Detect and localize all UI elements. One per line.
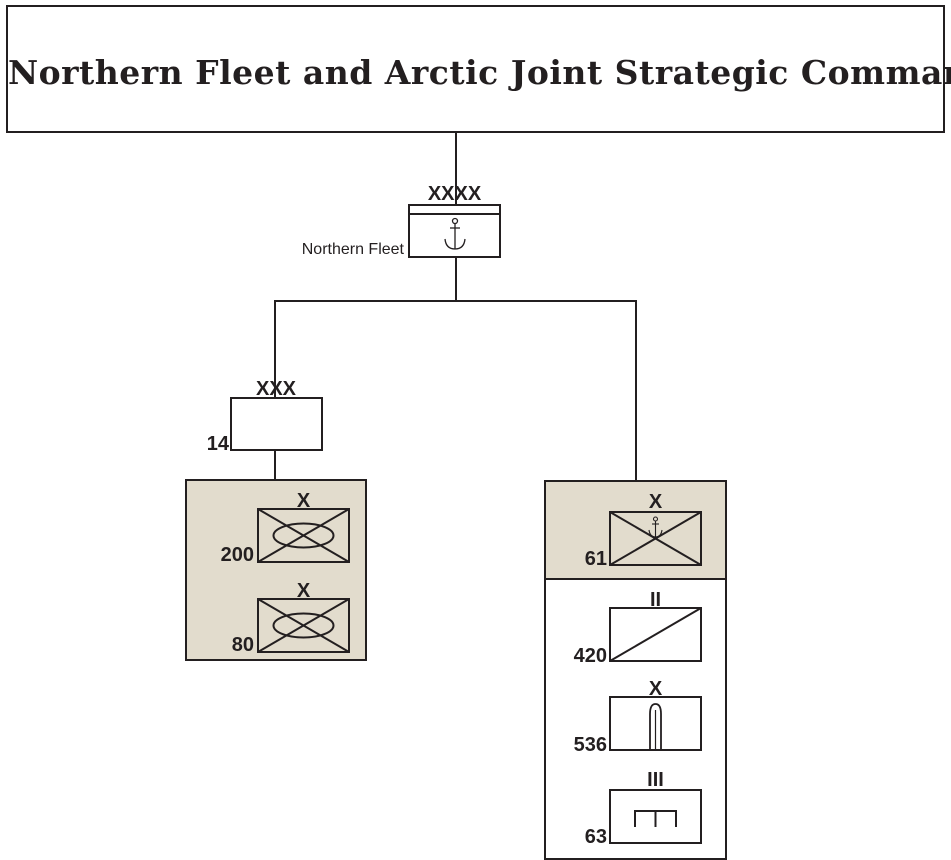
brigade-61-echelon: X: [648, 491, 663, 513]
brigade-61-id: 61: [584, 548, 607, 570]
corps-id: 14: [206, 433, 229, 455]
battalion-420-id: 420: [573, 645, 607, 667]
naval-infantry-icon: [609, 511, 702, 566]
connector-fleet-down: [455, 257, 457, 301]
connector-to-corps: [274, 300, 276, 398]
motorized-infantry-icon: [257, 598, 350, 653]
command-title: Northern Fleet and Arctic Joint Strategi…: [8, 53, 951, 92]
brigade-536-echelon: X: [648, 678, 663, 700]
corps-echelon: XXX: [255, 378, 297, 400]
brigade-200-id: 200: [220, 544, 254, 566]
battalion-420-echelon: II: [649, 589, 662, 611]
corps-unit-symbol: [230, 397, 323, 451]
regiment-63-echelon: III: [647, 769, 664, 791]
connector-title-to-fleet: [455, 133, 457, 204]
brigade-80-id: 80: [231, 634, 254, 656]
brigade-536-id: 536: [573, 734, 607, 756]
battalion-420-symbol: [609, 607, 702, 662]
connector-to-brigade-61: [635, 300, 637, 481]
fleet-header-line: [410, 213, 499, 215]
brigade-80-symbol: [257, 598, 350, 653]
coastal-missile-icon: [609, 696, 702, 751]
reconnaissance-icon: [609, 607, 702, 662]
engineer-icon: [609, 789, 702, 844]
command-title-box: Northern Fleet and Arctic Joint Strategi…: [6, 5, 951, 133]
brigade-200-symbol: [257, 508, 350, 563]
brigade-80-echelon: X: [296, 580, 311, 602]
anchor-icon: [444, 217, 466, 250]
fleet-unit-symbol: [408, 204, 501, 258]
brigade-200-echelon: X: [296, 490, 311, 512]
regiment-63-id: 63: [584, 826, 607, 848]
brigade-536-symbol: [609, 696, 702, 751]
fleet-echelon: XXXX: [427, 183, 482, 205]
brigade-61-symbol: [609, 511, 702, 566]
fleet-label: Northern Fleet: [301, 241, 404, 258]
regiment-63-symbol: [609, 789, 702, 844]
connector-horizontal: [274, 300, 637, 302]
motorized-infantry-icon: [257, 508, 350, 563]
connector-corps-down: [274, 450, 276, 481]
brigade-61-panel: [544, 480, 727, 580]
